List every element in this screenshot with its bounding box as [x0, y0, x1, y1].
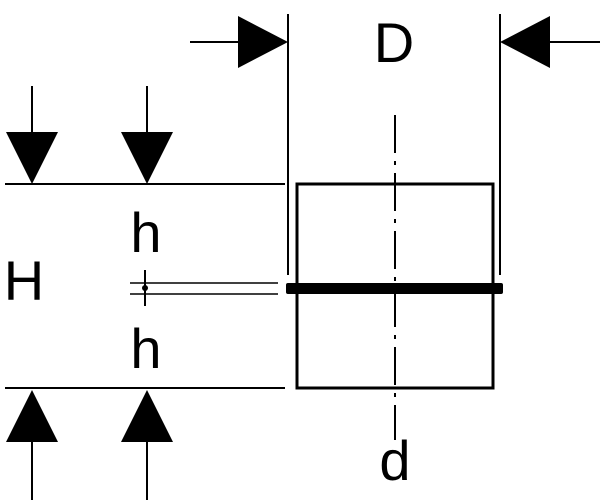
- h-midline-dot: [142, 285, 148, 291]
- d-arrowhead-right: [500, 16, 550, 68]
- socket-depth-label-top: h: [130, 201, 161, 264]
- h-arrowhead-top-right: [121, 132, 173, 184]
- inner-diameter-label: d: [379, 429, 410, 492]
- d-arrowhead-left: [238, 16, 288, 68]
- total-height-label: H: [4, 249, 44, 312]
- h-arrowhead-bottom-left: [6, 390, 58, 442]
- socket-depth-label-bottom: h: [130, 317, 161, 380]
- outer-diameter-dimension: D: [190, 11, 600, 275]
- socket-center-ring: [286, 283, 503, 294]
- socket-body: [286, 115, 503, 440]
- h-arrowhead-bottom-right: [121, 390, 173, 442]
- outer-diameter-label: D: [374, 11, 414, 74]
- h-arrowhead-top-left: [6, 132, 58, 184]
- height-dimension: H h h: [4, 86, 285, 500]
